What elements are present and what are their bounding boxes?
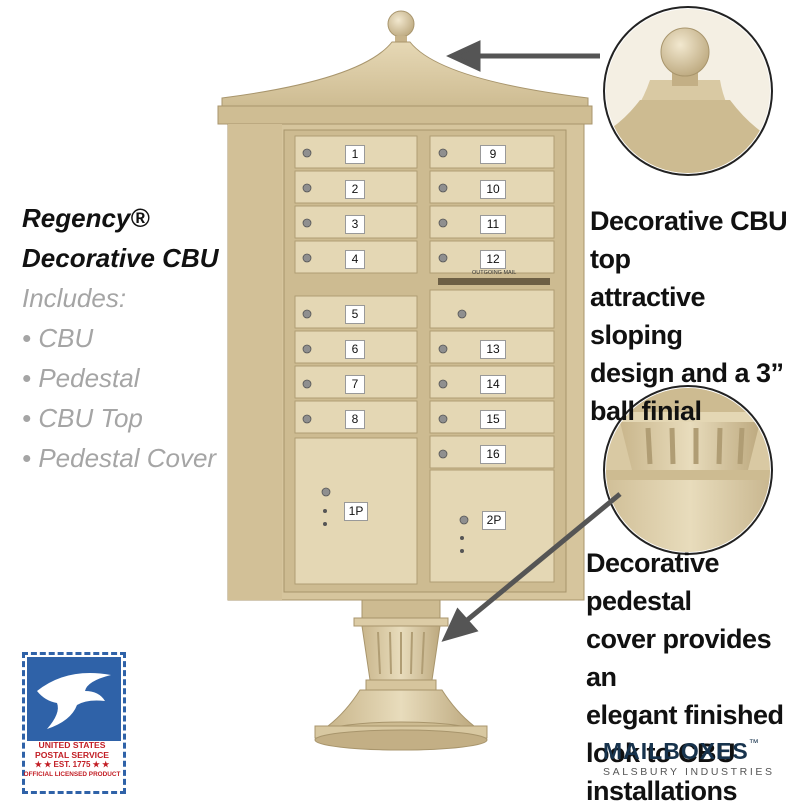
door-number-label: 13 xyxy=(480,340,506,359)
stamp-line: ★ ★ EST. 1775 ★ ★ xyxy=(34,760,110,769)
door-number-label: 2P xyxy=(482,511,506,530)
door-number-label: 9 xyxy=(480,145,506,164)
finial-ball xyxy=(387,10,415,38)
callout-top-line: ball finial xyxy=(590,396,702,426)
stamp-line: OFFICIAL LICENSED PRODUCT xyxy=(23,771,121,778)
includes-item: • Pedestal Cover xyxy=(22,443,217,473)
door-number-label: 7 xyxy=(345,375,365,394)
lock-icons-right xyxy=(438,148,469,525)
door-number-label: 4 xyxy=(345,250,365,269)
sloping-top xyxy=(221,41,589,109)
product-title-line1: Regency® xyxy=(22,203,150,233)
door-number-label: 6 xyxy=(345,340,365,359)
outgoing-mail-label: OUTGOING MAIL xyxy=(472,270,517,276)
door-number-label: 16 xyxy=(480,445,506,464)
usps-licensed-stamp: UNITED STATES POSTAL SERVICE ★ ★ EST. 17… xyxy=(22,652,126,794)
includes-item: • CBU Top xyxy=(22,403,143,433)
door-number-label: 2 xyxy=(345,180,365,199)
brand-subtitle: SALSBURY INDUSTRIES xyxy=(603,766,775,778)
door-number-label: 11 xyxy=(480,215,506,234)
door-number-label: 8 xyxy=(345,410,365,429)
product-title-line2: Decorative CBU xyxy=(22,243,219,273)
callout-bottom-line: Decorative pedestal xyxy=(586,548,720,616)
door-number-label: 15 xyxy=(480,410,506,429)
callout-top-line: attractive sloping xyxy=(590,282,706,350)
door-number-label: 5 xyxy=(345,305,365,324)
stamp-line: POSTAL SERVICE xyxy=(34,750,110,760)
product-info: Regency® Decorative CBU Includes: • CBU … xyxy=(22,198,219,478)
door-number-label: 14 xyxy=(480,375,506,394)
brand-name: MAILBOXES xyxy=(603,738,749,764)
eagle-icon xyxy=(37,673,111,729)
arrow-bottom xyxy=(441,492,622,642)
lock-icons-left xyxy=(302,148,331,497)
door-number-label: 10 xyxy=(480,180,506,199)
callout-bottom-line: cover provides an xyxy=(586,624,772,692)
callout-top: Decorative CBU top attractive sloping de… xyxy=(590,202,800,430)
arrow-top xyxy=(446,40,600,72)
callout-top-line: design and a 3” xyxy=(590,358,784,388)
door-number-label: 1P xyxy=(344,502,368,521)
zoom-circle-top xyxy=(603,6,773,176)
callout-bottom-line: elegant finished xyxy=(586,700,784,730)
callout-bottom-line: look to CBU xyxy=(586,738,736,768)
brand-tm: ™ xyxy=(748,738,759,749)
includes-item: • CBU xyxy=(22,323,94,353)
right-door-column xyxy=(429,135,555,583)
door-number-label: 3 xyxy=(345,215,365,234)
door-number-label: 1 xyxy=(345,145,365,164)
parcel-screws xyxy=(323,509,464,553)
callout-top-line: Decorative CBU top xyxy=(590,206,788,274)
pedestal xyxy=(314,599,488,751)
stamp-line: UNITED STATES xyxy=(38,740,106,750)
includes-label: Includes: xyxy=(22,283,127,313)
brand-logo: MAILBOXES™ SALSBURY INDUSTRIES xyxy=(603,738,775,778)
door-number-label: 12 xyxy=(480,250,506,269)
includes-item: • Pedestal xyxy=(22,363,140,393)
